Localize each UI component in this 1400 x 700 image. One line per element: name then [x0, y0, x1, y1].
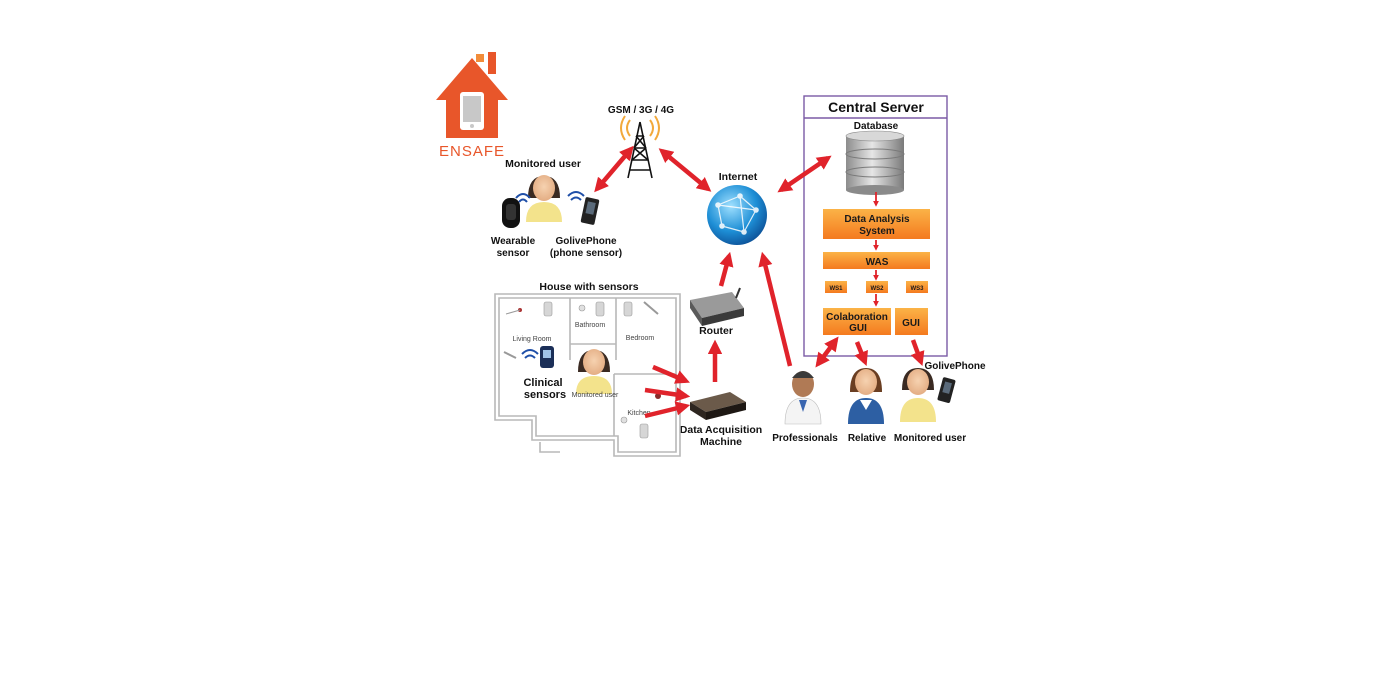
- das-label-2: System: [859, 226, 895, 237]
- signal-waves-icon: [620, 115, 660, 141]
- collab-label-1: Colaboration: [826, 312, 888, 323]
- ws3-label: WS3: [910, 286, 924, 292]
- data-analysis-system-box: [823, 209, 930, 239]
- was-label: WAS: [866, 257, 889, 268]
- mobile-user-title: Monitored user: [505, 158, 581, 170]
- monitored-user-mobile-avatar: [526, 175, 562, 222]
- phone-label-2: (phone sensor): [550, 248, 622, 259]
- ws1-box: [825, 281, 847, 293]
- house-title: House with sensors: [539, 281, 638, 293]
- wearable-sensor-icon: [502, 198, 520, 228]
- monitored-user-avatar: [900, 368, 936, 422]
- router-icon: [690, 287, 744, 326]
- wifi-icon: [567, 191, 585, 201]
- data-acquisition-machine-icon: [690, 392, 746, 420]
- clinical-sensors-2: sensors: [524, 389, 566, 401]
- golivephone-label: GolivePhone: [924, 361, 986, 372]
- internet-globe-icon: [707, 185, 767, 245]
- relative-avatar: [848, 368, 884, 424]
- database-icon: [845, 130, 905, 195]
- router-label: Router: [699, 325, 733, 337]
- arrow-professionals-internet: [758, 251, 793, 367]
- logo-text: ENSAFE: [439, 143, 505, 160]
- wifi-icon: [515, 193, 531, 203]
- clinical-sensors-1: Clinical: [523, 377, 562, 389]
- home-monitored-user-label: Monitored user: [572, 392, 619, 399]
- das-label-1: Data Analysis: [844, 214, 910, 225]
- monitored-user-home-avatar: [576, 349, 612, 394]
- relative-label: Relative: [848, 433, 887, 444]
- arrow-house-dam-1: [652, 364, 690, 384]
- arrow-router-internet: [718, 251, 734, 287]
- was-box: [823, 252, 930, 269]
- professional-avatar: [784, 371, 822, 425]
- sensor-icon: [503, 301, 661, 439]
- cell-tower-icon: [627, 121, 653, 179]
- collab-label-2: GUI: [849, 323, 867, 334]
- arrow-collab-relative: [854, 341, 868, 367]
- arrow-internet-server: [777, 155, 832, 193]
- central-server-title: Central Server: [828, 99, 924, 115]
- wearable-label-2: sensor: [497, 248, 530, 259]
- monitored-user-label: Monitored user: [894, 433, 966, 444]
- arrow-tower-internet: [658, 148, 712, 192]
- golivephone-icon: [937, 377, 956, 403]
- room-living-room: Living Room: [513, 336, 552, 343]
- ws2-box: [866, 281, 888, 293]
- ws3-box: [906, 281, 928, 293]
- room-kitchen: Kitchen: [627, 410, 650, 417]
- ws2-label: WS2: [870, 286, 884, 292]
- room-bedroom: Bedroom: [626, 335, 655, 342]
- room-bathroom: Bathroom: [575, 322, 606, 329]
- arrow-gui-user: [910, 339, 925, 367]
- dam-label-2: Machine: [700, 436, 742, 448]
- professionals-label: Professionals: [772, 433, 838, 444]
- database-label: Database: [854, 121, 899, 132]
- ws1-label: WS1: [829, 286, 843, 292]
- internet-label: Internet: [719, 171, 758, 183]
- arrow-house-dam-2: [644, 387, 691, 402]
- arrow-collab-professionals: [815, 336, 839, 368]
- arrow-house-dam-3: [644, 401, 691, 419]
- golivephone-icon: [580, 197, 600, 225]
- wearable-label-1: Wearable: [491, 236, 536, 247]
- gui-box: [895, 308, 928, 335]
- collaboration-gui-box: [823, 308, 891, 335]
- gsm-label: GSM / 3G / 4G: [608, 105, 674, 116]
- phone-label-1: GolivePhone: [555, 236, 617, 247]
- house-floorplan: [494, 293, 681, 457]
- arrow-user-tower: [594, 145, 634, 193]
- dam-label-1: Data Acquisition: [680, 424, 762, 436]
- gui-label: GUI: [902, 318, 920, 329]
- connection-arrows: [594, 145, 925, 419]
- ensafe-logo: ENSAFE: [436, 52, 508, 160]
- wifi-icon: [521, 349, 539, 359]
- glucometer-icon: [540, 346, 554, 368]
